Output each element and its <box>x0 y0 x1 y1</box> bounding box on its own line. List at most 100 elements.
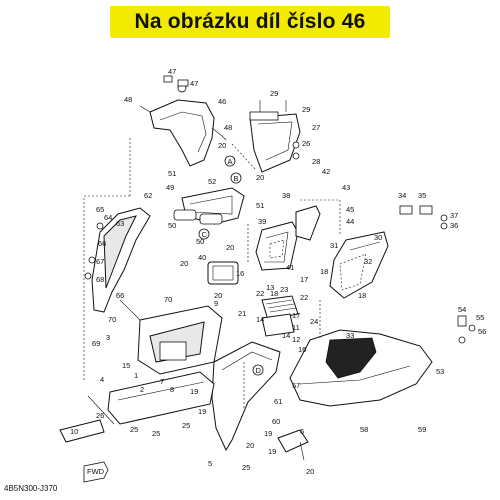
callout: 41 <box>286 263 294 272</box>
callout: 16 <box>298 345 306 354</box>
callout: 18 <box>358 291 366 300</box>
callout: 19 <box>198 407 206 416</box>
callout: 20 <box>218 141 226 150</box>
callout: 15 <box>122 361 130 370</box>
diagram-code: 4B5N300-J370 <box>4 484 58 493</box>
callout: 14 <box>256 315 264 324</box>
callout: 26 <box>302 139 310 148</box>
callout: 20 <box>256 173 264 182</box>
part-30-duct <box>329 231 389 299</box>
callout: 68 <box>96 275 104 284</box>
callout: 12 <box>292 335 300 344</box>
callout: 19 <box>190 387 198 396</box>
ref-letter-c: C <box>202 230 208 239</box>
callout: 5 <box>208 459 212 468</box>
callout: 54 <box>458 305 466 314</box>
part-23-grille <box>261 295 299 337</box>
part-62-left-panel <box>84 207 151 313</box>
callout: 16 <box>236 269 244 278</box>
callout: 53 <box>436 367 444 376</box>
callout: 18 <box>320 267 328 276</box>
callout: 4 <box>100 375 104 384</box>
callout: 37 <box>450 211 458 220</box>
callout: 8 <box>170 385 174 394</box>
callout: 31 <box>330 241 338 250</box>
callout: 47 <box>190 79 198 88</box>
callout: 63 <box>116 219 124 228</box>
callout: 36 <box>450 221 458 230</box>
callout: 24 <box>310 317 318 326</box>
callout: 3 <box>106 333 110 342</box>
part-40-grille <box>207 261 239 285</box>
callout: 22 <box>256 289 264 298</box>
callout: 49 <box>166 183 174 192</box>
callout: 51 <box>168 169 176 178</box>
fwd-label: FWD <box>87 467 105 476</box>
callout: 50 <box>168 221 176 230</box>
callout: 25 <box>242 463 250 472</box>
callout: 20 <box>306 467 314 476</box>
callout: 20 <box>226 243 234 252</box>
callout: 51 <box>256 201 264 210</box>
callout: 20 <box>214 291 222 300</box>
callout: 17 <box>292 311 300 320</box>
callout: 60 <box>272 417 280 426</box>
callout: 28 <box>312 157 320 166</box>
callout: 45 <box>346 205 354 214</box>
callout: 20 <box>246 441 254 450</box>
callout: 50 <box>196 237 204 246</box>
callout: 21 <box>238 309 246 318</box>
callout: 64 <box>104 213 112 222</box>
callout: 1 <box>134 371 138 380</box>
callout: 67 <box>96 257 104 266</box>
callout: 20 <box>180 259 188 268</box>
part-3-frame <box>119 299 223 375</box>
callout: 30 <box>374 233 382 242</box>
callout: 48 <box>224 123 232 132</box>
callout: 70 <box>108 315 116 324</box>
callout: 22 <box>300 293 308 302</box>
callout: 14 <box>282 331 290 340</box>
callout: 52 <box>208 177 216 186</box>
callout: 2 <box>140 385 144 394</box>
callout: 42 <box>322 167 330 176</box>
callout: 56 <box>478 327 486 336</box>
callout: 6 <box>300 427 304 436</box>
callout: 65 <box>96 205 104 214</box>
callout: 66 <box>116 291 124 300</box>
fwd-arrow-icon: FWD <box>83 461 109 483</box>
part-46-inner-cover <box>139 75 227 167</box>
callout: 23 <box>280 285 288 294</box>
callout: 58 <box>360 425 368 434</box>
callout: 48 <box>124 95 132 104</box>
callout: 57 <box>292 381 300 390</box>
callout: 17 <box>300 275 308 284</box>
callout: 26 <box>96 411 104 420</box>
leader-lines <box>83 138 341 410</box>
callout: 11 <box>292 323 300 332</box>
callout: 25 <box>152 429 160 438</box>
callout: 55 <box>476 313 484 322</box>
callout: 25 <box>182 421 190 430</box>
ref-letter-a: A <box>228 157 233 166</box>
callout: 62 <box>144 191 152 200</box>
banner-text: Na obrázku díl číslo 46 <box>134 10 366 33</box>
callout: 59 <box>418 425 426 434</box>
part-34-clip <box>399 205 448 230</box>
callout: 61 <box>274 397 282 406</box>
callout: 43 <box>342 183 350 192</box>
callout: 40 <box>198 253 206 262</box>
callout: 66 <box>98 239 106 248</box>
ref-letters: A B C D <box>198 155 264 376</box>
part-1-lower-frame <box>59 371 215 443</box>
callout: 70 <box>164 295 172 304</box>
part-38-housing <box>255 205 321 271</box>
callout: 19 <box>264 429 272 438</box>
callout: 38 <box>282 191 290 200</box>
callouts: 47 47 48 46 48 20 29 29 27 26 28 20 51 5… <box>70 67 486 476</box>
callout: 18 <box>270 289 278 298</box>
callout: 29 <box>302 105 310 114</box>
callout: 13 <box>266 283 274 292</box>
ref-letter-d: D <box>256 366 262 375</box>
